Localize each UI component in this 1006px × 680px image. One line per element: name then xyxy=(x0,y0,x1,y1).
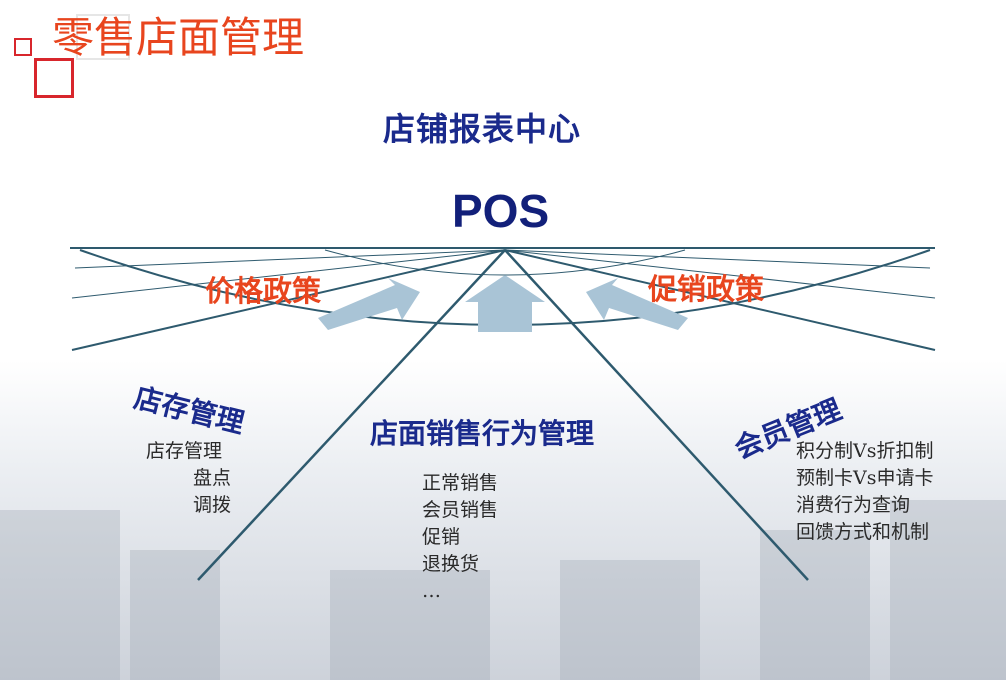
promotion-policy-label: 促销政策 xyxy=(648,272,765,306)
ray-right-2 xyxy=(504,249,936,299)
arrow-up-icon xyxy=(465,275,545,332)
ray-right-outer xyxy=(504,249,936,351)
arrow-right-icon xyxy=(586,278,688,330)
list-item: 退换货 xyxy=(422,553,480,575)
member-items: 积分制Vs折扣制 预制卡Vs申请卡 消费行为查询 回馈方式和机制 xyxy=(796,438,933,546)
ray-inventory xyxy=(197,249,506,581)
ray-left-3 xyxy=(74,249,506,269)
price-policy-label: 价格政策 xyxy=(205,274,322,308)
decor-square-large xyxy=(34,58,74,98)
ray-member xyxy=(504,249,809,581)
decor-square-ghost xyxy=(76,14,130,60)
list-item: 积分制Vs折扣制 xyxy=(796,440,934,462)
list-item: 促销 xyxy=(422,526,461,548)
inventory-items: 店存管理 盘点 调拨 xyxy=(146,438,231,519)
slide-title: 零售店面管理 xyxy=(52,13,305,62)
ray-right-3 xyxy=(504,249,931,269)
sales-branch-title: 店面销售行为管理 xyxy=(370,417,595,450)
arrows xyxy=(318,275,688,332)
list-item: 店存管理 xyxy=(146,440,223,462)
list-item: 回馈方式和机制 xyxy=(796,521,930,543)
decor-square-small xyxy=(14,38,32,56)
ray-left-2 xyxy=(71,249,506,299)
inner-arc xyxy=(324,249,686,276)
list-item: 盘点 xyxy=(193,467,232,489)
list-item: 调拨 xyxy=(193,494,232,516)
ray-left-outer xyxy=(71,249,506,351)
list-item: 会员销售 xyxy=(422,499,499,521)
list-item: 正常销售 xyxy=(422,472,499,494)
sales-items: 正常销售 会员销售 促销 退换货 … xyxy=(422,470,498,605)
list-item: … xyxy=(422,580,441,602)
list-item: 预制卡Vs申请卡 xyxy=(796,467,934,489)
fan-lines xyxy=(70,247,936,581)
arrow-left-icon xyxy=(318,278,420,330)
report-center-heading: 店铺报表中心 xyxy=(383,110,582,148)
list-item: 消费行为查询 xyxy=(796,494,911,516)
background-cityscape xyxy=(0,360,1006,680)
pos-label: POS xyxy=(452,185,550,237)
